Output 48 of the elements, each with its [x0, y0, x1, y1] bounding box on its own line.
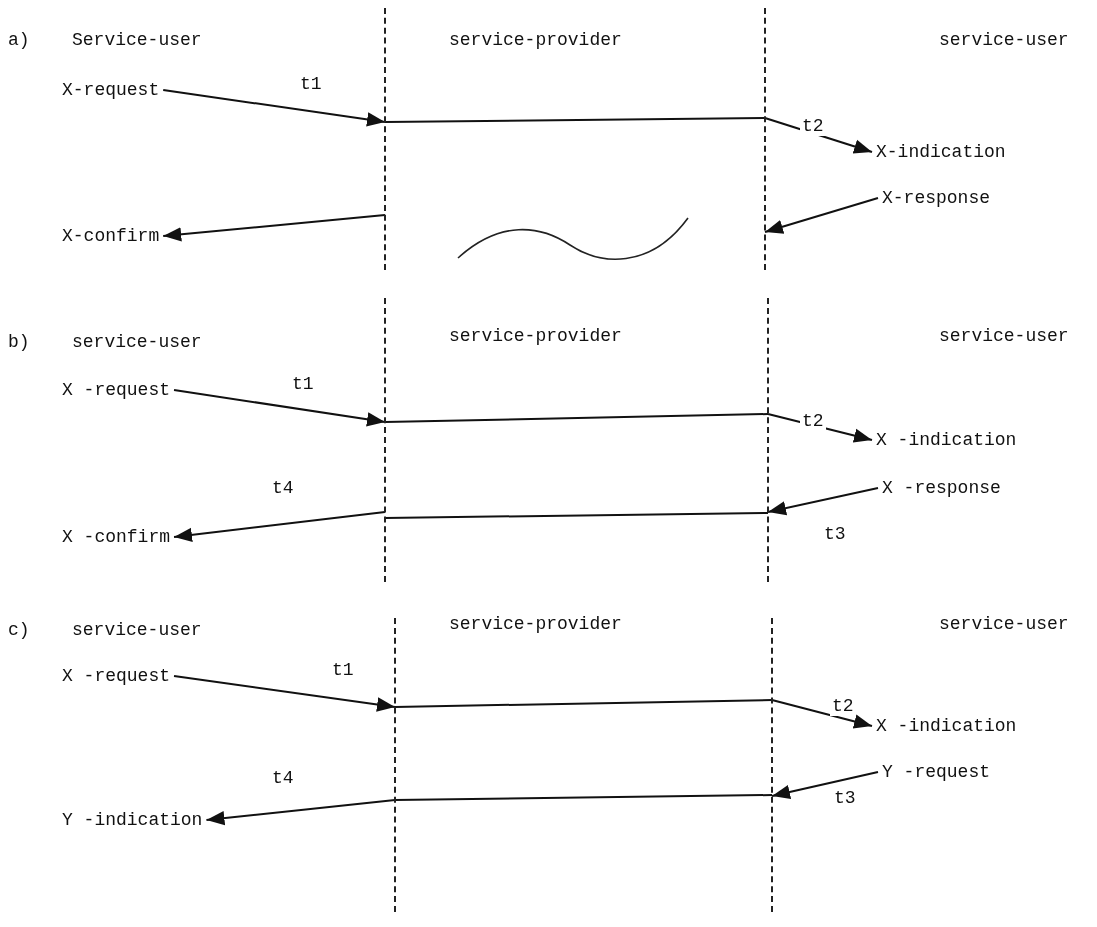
column-heading: service-provider: [448, 325, 623, 348]
boundary-line: [394, 618, 396, 912]
panel-letter: a): [7, 29, 31, 52]
connector-line: [384, 512, 769, 519]
arrow: [173, 389, 386, 427]
primitive-name: Y -indication: [58, 808, 207, 832]
boundary-line: [384, 8, 386, 270]
column-heading: service-user: [938, 29, 1070, 52]
boundary-line: [764, 8, 766, 270]
column-heading: service-provider: [448, 613, 623, 636]
primitive-name: X-response: [878, 186, 995, 210]
connector-line: [394, 794, 773, 801]
boundary-line: [767, 298, 769, 582]
arrow: [162, 214, 386, 242]
primitive-name: X -request: [58, 664, 175, 688]
column-heading: service-user: [938, 613, 1070, 636]
edge-label: t2: [800, 116, 826, 136]
column-heading: service-user: [938, 325, 1070, 348]
arrow: [162, 89, 386, 127]
primitive-name: Y -request: [878, 760, 995, 784]
arrow: [173, 511, 386, 543]
column-heading: service-provider: [448, 29, 623, 52]
connector-line: [384, 117, 766, 123]
arrow: [767, 487, 879, 516]
column-heading: service-user: [71, 619, 203, 642]
arrow: [771, 771, 879, 800]
edge-label: t2: [800, 411, 826, 431]
column-heading: service-user: [71, 331, 203, 354]
arrow: [173, 675, 396, 712]
primitive-name: X-confirm: [58, 224, 164, 248]
boundary-line: [771, 618, 773, 912]
primitive-name: X -indication: [872, 714, 1021, 738]
connector-line: [394, 699, 773, 708]
arrow: [764, 197, 879, 234]
panel-letter: c): [7, 619, 31, 642]
edge-label: t2: [830, 696, 856, 716]
primitive-name: X -request: [58, 378, 175, 402]
boundary-line: [384, 298, 386, 582]
primitive-name: X -response: [878, 476, 1005, 500]
primitive-name: X -confirm: [58, 525, 175, 549]
arrow: [205, 799, 396, 826]
primitive-name: X -indication: [872, 428, 1021, 452]
primitive-name: X-indication: [872, 140, 1010, 164]
primitive-name: X-request: [58, 78, 164, 102]
arrow: [771, 699, 873, 729]
column-heading: Service-user: [71, 29, 203, 52]
panel-letter: b): [7, 331, 31, 354]
connector-line: [384, 413, 769, 423]
